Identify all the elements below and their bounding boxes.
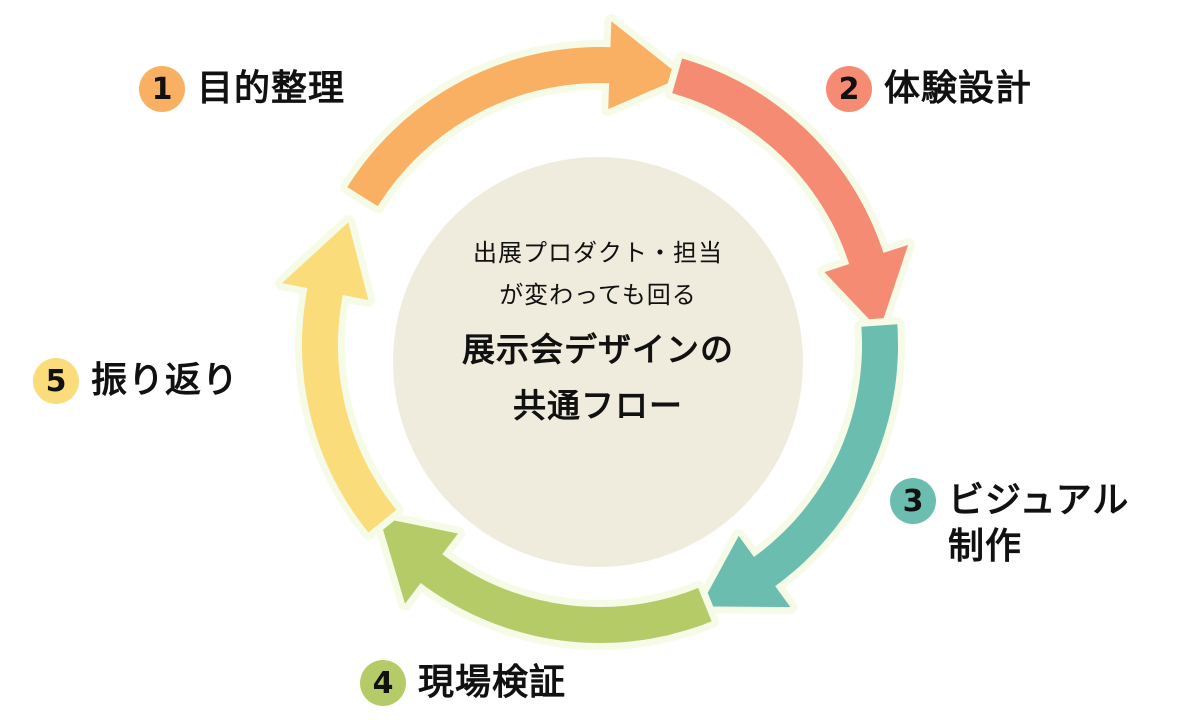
center-title-line2: 共通フロー [513,386,683,425]
arrow-step-5 [274,215,404,540]
step-label: 体験設計 [884,68,1033,109]
arrow-fill [672,58,909,331]
step-label-line2: 制作 [948,526,1023,567]
center-circle [393,157,803,567]
step-2: 2 体験設計 [826,66,1032,112]
step-label: 振り返り [91,360,240,401]
center-text: 出展プロダクト・担当 が変わっても回る 展示会デザインの 共通フロー [393,232,803,434]
arrow-fill [700,324,898,608]
center-title-line1: 展示会デザインの [462,330,734,369]
arrow-step-1 [340,14,689,214]
step-5: 5 振り返り [33,358,239,404]
arrow-fill [281,222,397,533]
step-number-badge: 2 [826,66,872,112]
arrow-fill [379,517,712,643]
arrow-step-2 [665,51,916,338]
step-label: ビジュアル [948,480,1130,521]
step-3: 3 ビジュアル 制作 [890,478,1129,570]
arrow-fill [347,21,682,207]
center-subtitle-line2: が変わっても回る [499,281,697,309]
step-number-badge: 1 [139,66,185,112]
center-subtitle-line1: 出展プロダクト・担当 [473,239,723,267]
arrow-step-4 [372,510,719,650]
step-label: 現場検証 [418,662,567,703]
step-4: 4 現場検証 [360,660,566,706]
step-1: 1 目的整理 [139,66,345,112]
step-number-badge: 3 [890,478,936,524]
arrow-step-3 [693,317,905,615]
step-label: 目的整理 [197,68,346,109]
step-number-badge: 5 [33,358,79,404]
step-number-badge: 4 [360,660,406,706]
